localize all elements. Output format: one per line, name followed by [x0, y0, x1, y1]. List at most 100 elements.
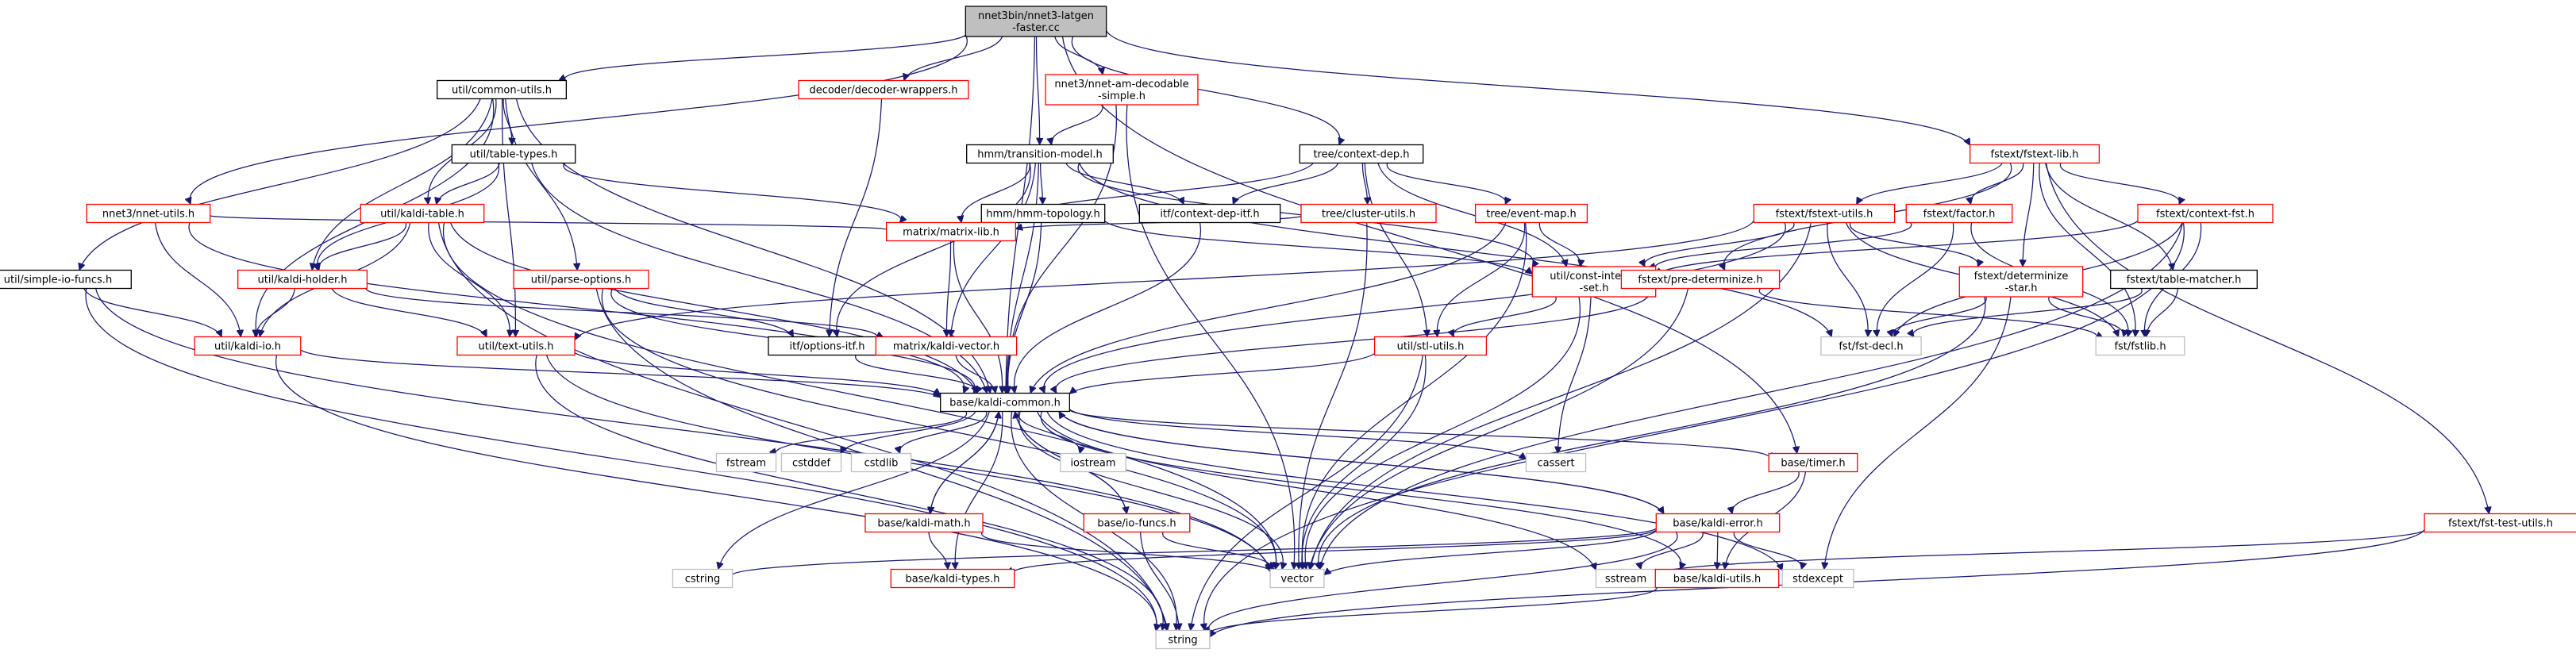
node-factor[interactable]: fstext/factor.h — [1905, 203, 2013, 224]
edge-path — [1324, 530, 1657, 574]
edge-tree-context-dep-to-tree-cluster — [1361, 163, 1367, 205]
node-io-funcs[interactable]: base/io-funcs.h — [1083, 513, 1191, 533]
node-label: base/kaldi-utils.h — [1673, 574, 1762, 586]
edge-factor-to-const-int-set — [1654, 222, 1912, 271]
edge-tree-context-dep-to-stl-utils — [1364, 163, 1427, 337]
edge-kaldi-error-to-vector — [1324, 530, 1657, 574]
edge-path — [1058, 412, 1665, 514]
node-label: stdexcept — [1792, 574, 1843, 586]
node-kaldi-error[interactable]: base/kaldi-error.h — [1655, 513, 1781, 533]
node-fst-decl: fst/fst-decl.h — [1820, 336, 1922, 356]
node-kaldi-math[interactable]: base/kaldi-math.h — [864, 513, 984, 533]
node-box — [513, 269, 649, 290]
node-box — [2137, 203, 2274, 224]
node-box — [890, 568, 1015, 589]
node-context-fst[interactable]: fstext/context-fst.h — [2137, 203, 2274, 224]
node-fst-test-utils[interactable]: fstext/fst-test-utils.h — [2424, 513, 2576, 533]
edge-stl-utils-to-vector — [1302, 355, 1427, 570]
edge-path — [1208, 532, 1678, 634]
edge-path — [830, 98, 883, 337]
edge-table-types-to-kaldi-table — [437, 163, 500, 205]
edge-const-int-set-to-vector — [1305, 296, 1581, 570]
edge-text-utils-to-string — [535, 355, 1163, 631]
node-parse-options[interactable]: util/parse-options.h — [513, 269, 649, 290]
node-label: -faster.cc — [1012, 22, 1060, 34]
edge-path — [1007, 222, 1042, 394]
edge-path — [1079, 163, 1831, 337]
node-kaldi-vector[interactable]: matrix/kaldi-vector.h — [875, 336, 1018, 356]
node-table-types[interactable]: util/table-types.h — [451, 144, 576, 164]
node-itf-context-dep[interactable]: itf/context-dep-itf.h — [1138, 203, 1281, 224]
node-nnet-utils[interactable]: nnet3/nnet-utils.h — [86, 203, 211, 224]
node-simple-io[interactable]: util/simple-io-funcs.h — [0, 269, 132, 290]
node-kaldi-holder[interactable]: util/kaldi-holder.h — [237, 269, 368, 290]
edge-path — [1041, 163, 1043, 205]
node-box — [672, 568, 734, 589]
edge-path — [502, 98, 512, 145]
node-am-decodable[interactable]: nnet3/nnet-am-decodable-simple.h — [1045, 74, 1199, 106]
edge-kaldi-table-to-text-utils — [428, 222, 510, 337]
edge-path — [855, 355, 977, 394]
node-hmm-topology[interactable]: hmm/hmm-topology.h — [980, 203, 1106, 224]
edge-hmm-transition-to-hmm-topology — [1041, 163, 1043, 205]
node-common-utils[interactable]: util/common-utils.h — [437, 79, 568, 100]
node-sstream: sstream — [1595, 568, 1657, 589]
node-timer[interactable]: base/timer.h — [1768, 452, 1858, 473]
node-options-itf[interactable]: itf/options-itf.h — [768, 336, 887, 356]
edge-kaldi-common-to-vector — [1018, 411, 1283, 570]
edge-path — [505, 98, 577, 271]
node-box — [980, 203, 1106, 224]
node-label: -set.h — [1580, 282, 1609, 294]
edge-path — [1319, 296, 1986, 570]
edge-path — [1015, 222, 1201, 394]
edge-path — [1071, 36, 1340, 145]
node-cstdlib: cstdlib — [850, 452, 912, 473]
node-pre-determinize[interactable]: fstext/pre-determinize.h — [1620, 269, 1781, 290]
edge-path — [1309, 288, 1689, 570]
edge-path — [1040, 411, 1681, 570]
node-box — [194, 336, 302, 356]
node-label: nnet3/nnet-am-decodable — [1054, 79, 1188, 90]
node-root[interactable]: nnet3bin/nnet3-latgen-faster.cc — [965, 6, 1107, 37]
edge-kaldi-common-to-fstream — [776, 411, 967, 456]
node-box — [1958, 266, 2084, 298]
node-tree-event-map[interactable]: tree/event-map.h — [1474, 203, 1588, 224]
edge-path — [564, 29, 968, 81]
edge-kaldi-common-to-cstddef — [840, 411, 976, 454]
node-tree-context-dep[interactable]: tree/context-dep.h — [1299, 144, 1424, 164]
node-fstext-utils[interactable]: fstext/fstext-utils.h — [1753, 203, 1896, 224]
edge-kaldi-math-to-kaldi-types — [928, 532, 948, 570]
edge-path — [1051, 104, 1103, 145]
node-label: iostream — [1070, 458, 1115, 470]
node-label: itf/context-dep-itf.h — [1160, 209, 1259, 221]
node-stl-utils[interactable]: util/stl-utils.h — [1373, 336, 1488, 356]
edge-kaldi-common-to-cstdlib — [899, 411, 988, 454]
node-kaldi-table[interactable]: util/kaldi-table.h — [360, 203, 485, 224]
node-kaldi-io[interactable]: util/kaldi-io.h — [194, 336, 302, 356]
node-kaldi-types[interactable]: base/kaldi-types.h — [890, 568, 1015, 589]
node-fstext-lib[interactable]: fstext/fstext-lib.h — [1969, 144, 2100, 164]
edge-io-funcs-to-string — [1139, 532, 1180, 631]
node-hmm-transition[interactable]: hmm/transition-model.h — [966, 144, 1114, 164]
node-decoder-wrappers[interactable]: decoder/decoder-wrappers.h — [798, 79, 969, 100]
node-kaldi-common[interactable]: base/kaldi-common.h — [940, 392, 1071, 413]
node-determinize-star[interactable]: fstext/determinize-star.h — [1958, 266, 2084, 298]
node-table-matcher[interactable]: fstext/table-matcher.h — [2110, 269, 2258, 290]
node-box — [1820, 336, 1922, 356]
node-label: nnet3bin/nnet3-latgen — [978, 10, 1094, 22]
edge-path — [563, 163, 901, 223]
edge-fstext-utils-to-fst-decl — [1827, 222, 1868, 337]
edge-path — [1856, 163, 2003, 205]
edge-pre-determinize-to-kaldi-common — [1056, 288, 1650, 394]
node-label: -star.h — [2004, 282, 2037, 294]
edge-kaldi-io-to-string — [275, 355, 1157, 632]
edge-root-to-tree-context-dep — [1071, 36, 1340, 145]
node-matrix-lib[interactable]: matrix/matrix-lib.h — [886, 221, 1017, 242]
node-text-utils[interactable]: util/text-utils.h — [456, 336, 576, 356]
edge-path — [1018, 411, 1080, 454]
edge-path — [535, 355, 1163, 631]
node-kaldi-utils[interactable]: base/kaldi-utils.h — [1654, 568, 1780, 589]
node-box — [1299, 144, 1424, 164]
edge-nnet-utils-to-kaldi-common — [188, 222, 965, 394]
node-tree-cluster[interactable]: tree/cluster-utils.h — [1300, 203, 1437, 224]
